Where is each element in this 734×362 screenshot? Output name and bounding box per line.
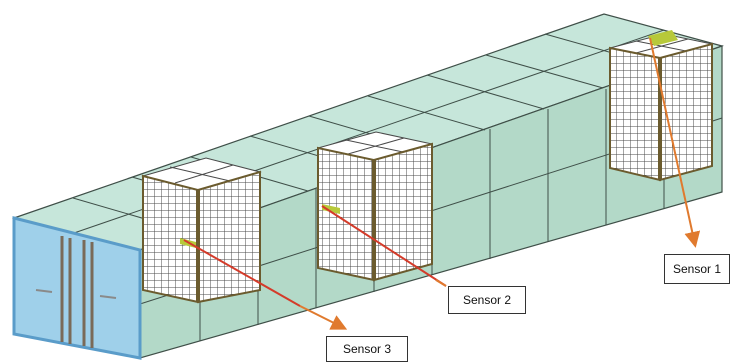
sensor-marker-3	[180, 238, 348, 330]
sensor-1-label: Sensor 1	[664, 254, 730, 284]
sensor-2-label: Sensor 2	[448, 286, 526, 314]
sensor-3-label: Sensor 3	[326, 336, 408, 362]
pallet-stack-2	[317, 131, 433, 282]
sensor-marker-1	[648, 30, 701, 248]
pallet-stack-1	[609, 33, 713, 182]
container-door-icon	[12, 216, 142, 360]
sensor-marker-2	[321, 204, 447, 287]
pallet-stack-3	[141, 157, 262, 304]
